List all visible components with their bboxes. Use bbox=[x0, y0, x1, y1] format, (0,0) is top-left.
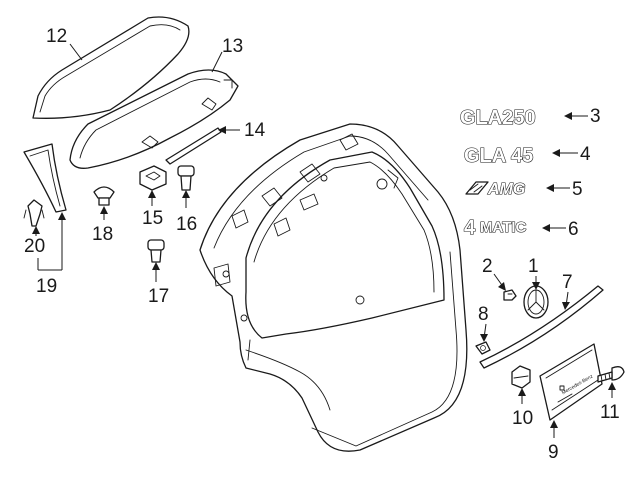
amg-emblem: AMG bbox=[465, 180, 526, 199]
license-plate-bracket: Mercedes-Benz bbox=[539, 343, 603, 421]
callout-17: 17 bbox=[148, 286, 169, 307]
leader-lines bbox=[32, 43, 616, 438]
rubber-bumper bbox=[177, 165, 195, 191]
gla250-emblem: GLA250 bbox=[460, 107, 536, 129]
bracket-nut bbox=[511, 365, 531, 389]
nut-clip bbox=[139, 165, 167, 191]
push-clip bbox=[23, 199, 45, 227]
callout-10: 10 bbox=[512, 408, 533, 429]
callout-4: 4 bbox=[580, 144, 591, 165]
callout-8: 8 bbox=[478, 304, 489, 325]
4matic-emblem-prefix: 4 bbox=[464, 217, 476, 239]
callout-12: 12 bbox=[46, 26, 67, 47]
4matic-emblem-text: MATIC bbox=[480, 219, 527, 236]
callout-5: 5 bbox=[572, 179, 583, 200]
callout-20: 20 bbox=[24, 236, 45, 257]
grommet bbox=[93, 186, 115, 206]
spoiler-lower-panel bbox=[69, 69, 239, 169]
callout-14: 14 bbox=[244, 120, 266, 141]
side-trim-piece bbox=[23, 143, 67, 213]
callout-16: 16 bbox=[176, 214, 197, 235]
callout-19: 19 bbox=[36, 276, 57, 297]
callout-18: 18 bbox=[92, 224, 113, 245]
emblem-screw bbox=[503, 289, 517, 301]
callout-9: 9 bbox=[548, 442, 559, 463]
callout-15: 15 bbox=[142, 208, 163, 229]
gla45-emblem: GLA 45 bbox=[464, 145, 533, 167]
callout-13: 13 bbox=[222, 36, 243, 57]
trim-clip bbox=[475, 341, 491, 355]
callout-7: 7 bbox=[562, 272, 573, 293]
4matic-emblem: 4 MATIC bbox=[463, 216, 527, 239]
callout-6: 6 bbox=[568, 219, 579, 240]
callout-2: 2 bbox=[482, 256, 493, 277]
amg-emblem-text: AMG bbox=[487, 181, 525, 198]
seal-strip bbox=[165, 127, 222, 165]
bracket-bolt bbox=[597, 366, 625, 383]
liftgate bbox=[199, 123, 468, 452]
callout-3: 3 bbox=[590, 106, 601, 127]
callout-11: 11 bbox=[600, 402, 620, 423]
liftgate-trim-strip bbox=[479, 285, 604, 369]
stop-buffer bbox=[147, 239, 165, 263]
callout-numbers: 12 13 14 3 4 5 6 15 16 18 20 19 17 1 2 7… bbox=[24, 26, 620, 463]
star-emblem bbox=[523, 285, 549, 319]
spoiler-upper-cover bbox=[32, 16, 190, 119]
callout-1: 1 bbox=[528, 256, 539, 277]
